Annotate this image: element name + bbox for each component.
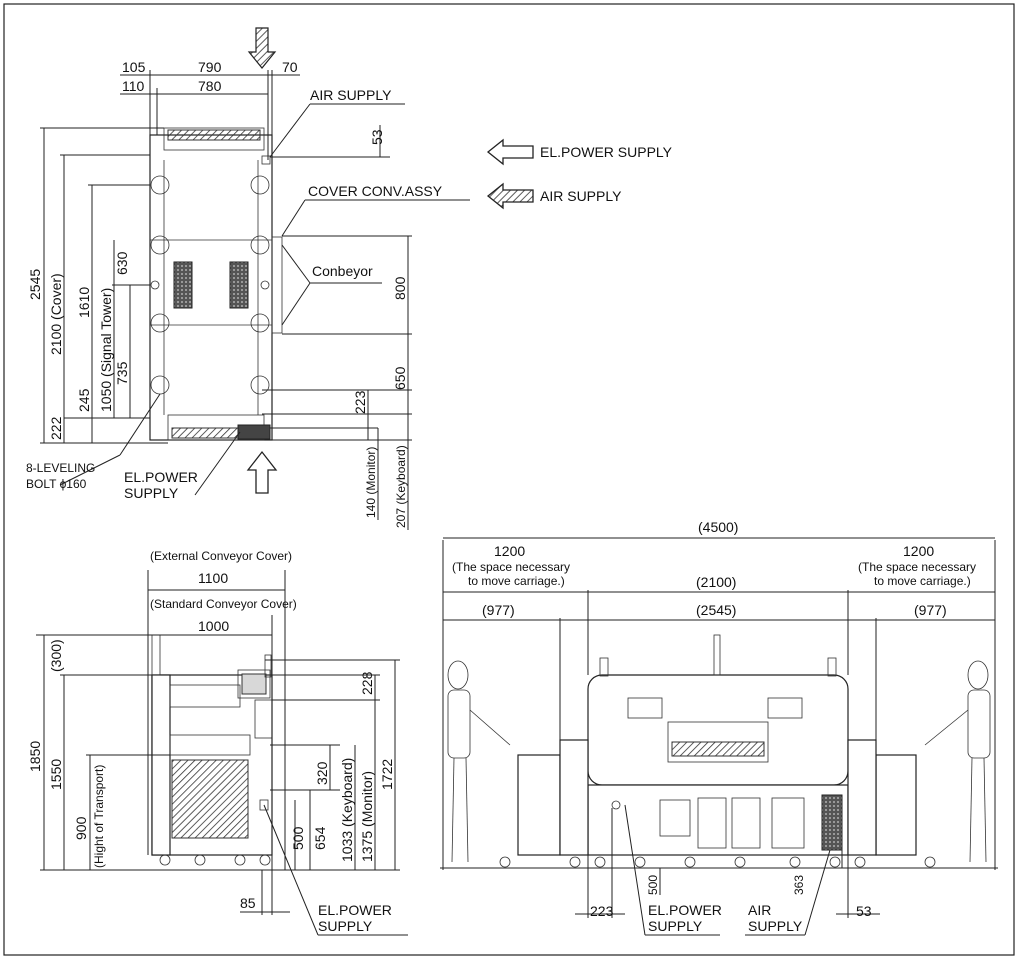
- top-view: 105 790 70 110 780 AIR SUPPLY 53 COVER C…: [26, 27, 470, 530]
- conveyor-label: Conbeyor: [312, 263, 373, 279]
- dim-105: 105: [122, 59, 146, 75]
- dim-300: (300): [48, 639, 64, 672]
- dim-1100: 1100: [198, 570, 228, 586]
- top-signal-tower-icon: [150, 280, 160, 290]
- dim-654: 654: [312, 826, 328, 850]
- front-air-vent: [821, 794, 843, 851]
- dim-790: 790: [198, 59, 222, 75]
- dim-222: 222: [48, 416, 64, 440]
- front-view: (4500) 1200 (The space necessary to move…: [440, 519, 998, 936]
- dim-1050-signal-tower: 1050 (Signal Tower): [98, 288, 114, 412]
- top-vent-left: [173, 261, 193, 309]
- cover-conv-assy-label: COVER CONV.ASSY: [308, 183, 443, 199]
- top-power-arrow-icon: [246, 450, 278, 494]
- dim-207-keyboard: 207 (Keyboard): [394, 445, 408, 528]
- front-wheels: [499, 856, 936, 868]
- top-air-arrow-icon: [247, 27, 277, 69]
- dim-1033-keyboard: 1033 (Keyboard): [339, 758, 355, 862]
- side-el-power-label-1: EL.POWER: [318, 902, 392, 918]
- top-keyboard-block: [237, 424, 271, 440]
- leveling-bolt-label-1: 8-LEVELING: [26, 461, 95, 475]
- dim-780: 780: [198, 78, 222, 94]
- front-air-label-1: AIR: [748, 902, 771, 918]
- operator-figure-left: [447, 660, 511, 863]
- dim-228: 228: [359, 671, 375, 695]
- dim-2100: (2100): [696, 574, 736, 590]
- dim-1850: 1850: [27, 741, 43, 772]
- top-air-supply-label: AIR SUPPLY: [310, 87, 392, 103]
- legend-el-power-label: EL.POWER SUPPLY: [540, 144, 673, 160]
- carriage-space-right-2: to move carriage.): [874, 574, 971, 588]
- front-air-label-2: SUPPLY: [748, 918, 803, 934]
- legend: EL.POWER SUPPLY AIR SUPPLY: [486, 138, 673, 210]
- dim-1200-right: 1200: [903, 543, 934, 559]
- front-grill: [671, 741, 765, 757]
- carriage-space-left-2: to move carriage.): [468, 574, 565, 588]
- dim-1610: 1610: [76, 287, 92, 318]
- legend-air-supply-label: AIR SUPPLY: [540, 188, 622, 204]
- dim-85: 85: [240, 895, 256, 911]
- dim-900: 900: [73, 816, 89, 840]
- side-el-power-label-2: SUPPLY: [318, 918, 373, 934]
- dim-800: 800: [392, 276, 408, 300]
- top-head-grill: [167, 129, 261, 141]
- top-conveyor-cover: [271, 236, 283, 334]
- dim-320: 320: [314, 761, 330, 785]
- top-leveling-bolts: [150, 175, 270, 395]
- dim-245: 245: [76, 388, 92, 412]
- operator-figure-right: [924, 660, 991, 863]
- front-machine-upper: [587, 674, 849, 786]
- dim-1722: 1722: [379, 759, 395, 790]
- dim-2545: 2545: [27, 269, 43, 300]
- top-tail-grill: [171, 427, 243, 439]
- dim-standard-conveyor-cover: (Standard Conveyor Cover): [150, 597, 297, 611]
- dim-2100-cover: 2100 (Cover): [48, 273, 64, 355]
- side-signal-tower: [151, 634, 161, 676]
- top-vent-right: [229, 261, 249, 309]
- dim-500: 500: [646, 875, 660, 895]
- border-frame: [3, 3, 1015, 956]
- front-right-carriage: [875, 754, 917, 856]
- dim-500: 500: [290, 826, 306, 850]
- dim-223: 223: [590, 903, 614, 919]
- dim-110: 110: [122, 78, 145, 94]
- dim-70: 70: [282, 59, 298, 75]
- side-view: (External Conveyor Cover) 1100 (Standard…: [27, 549, 408, 936]
- dim-363: 363: [792, 875, 806, 895]
- top-el-power-label-1: EL.POWER: [124, 469, 198, 485]
- front-el-power-label-2: SUPPLY: [648, 918, 703, 934]
- leveling-bolt-label-2: BOLT ϕ160: [26, 477, 87, 491]
- dim-1000: 1000: [198, 618, 229, 634]
- air-supply-arrow-icon: [486, 182, 534, 210]
- el-power-arrow-icon: [486, 138, 534, 166]
- dim-140-monitor: 140 (Monitor): [364, 447, 378, 518]
- dim-hight-of-transport: (Hight of Transport): [92, 765, 106, 868]
- dim-1200-left: 1200: [494, 543, 525, 559]
- front-left-carriage: [517, 754, 561, 856]
- dim-223: 223: [352, 390, 368, 414]
- dim-1375-monitor: 1375 (Monitor): [359, 771, 375, 862]
- dim-1550: 1550: [48, 759, 64, 790]
- dim-external-conveyor-cover: (External Conveyor Cover): [150, 549, 292, 563]
- dim-2545: (2545): [696, 602, 736, 618]
- dim-53: 53: [369, 129, 385, 145]
- dim-53: 53: [856, 903, 872, 919]
- carriage-space-left-1: (The space necessary: [452, 560, 570, 574]
- side-feeder-area: [171, 759, 249, 839]
- front-el-power-label-1: EL.POWER: [648, 902, 722, 918]
- side-monitor: [237, 669, 271, 699]
- front-signal-tower: [713, 634, 721, 676]
- dim-977-left: (977): [482, 602, 515, 618]
- top-el-power-label-2: SUPPLY: [124, 485, 179, 501]
- carriage-space-right-1: (The space necessary: [858, 560, 976, 574]
- dim-630: 630: [114, 251, 130, 275]
- dim-4500: (4500): [698, 519, 738, 535]
- top-conveyor-head: [163, 127, 265, 151]
- dim-650: 650: [392, 366, 408, 390]
- dim-735: 735: [114, 361, 130, 385]
- dim-977-right: (977): [914, 602, 947, 618]
